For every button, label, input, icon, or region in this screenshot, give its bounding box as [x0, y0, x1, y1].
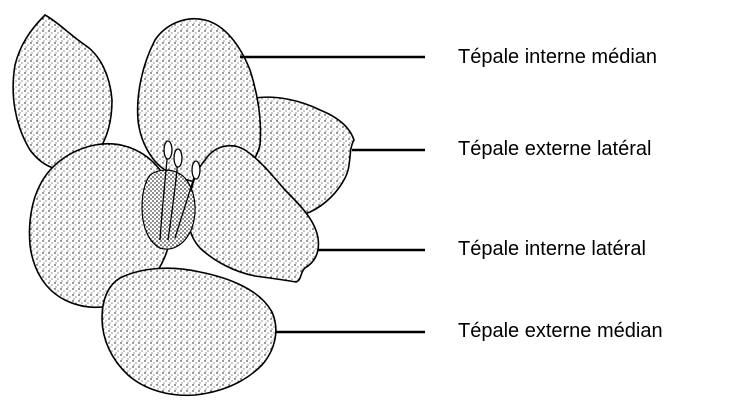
tepal-external-median	[102, 268, 276, 395]
label-external-median: Tépale externe médian	[458, 319, 663, 343]
label-external-lateral: Tépale externe latéral	[458, 137, 651, 161]
label-internal-median: Tépale interne médian	[458, 45, 657, 69]
label-internal-lateral: Tépale interne latéral	[458, 237, 646, 261]
